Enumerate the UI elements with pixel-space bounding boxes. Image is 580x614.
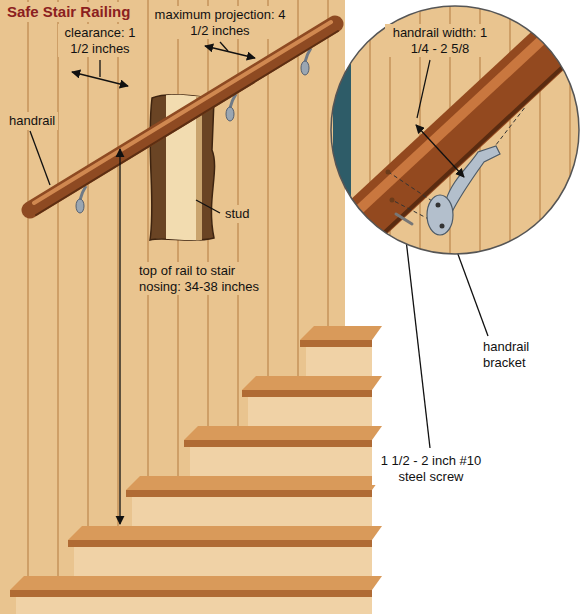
dimension-label: handrail width: 1 1/4 - 2 5/8	[385, 24, 495, 57]
part-label: handrail bracket	[480, 338, 560, 371]
part-label: handrail	[6, 112, 58, 130]
handrail-drawing	[30, 22, 338, 215]
dimension-label: clearance: 1 1/2 inches	[58, 24, 142, 57]
wall-brackets	[76, 48, 311, 213]
part-label: 1 1/2 - 2 inch #10 steel screw	[372, 452, 490, 485]
dimension-label: top of rail to stair nosing: 34-38 inche…	[136, 262, 264, 295]
dimension-label: maximum projection: 4 1/2 inches	[150, 6, 290, 39]
part-label: stud	[222, 205, 253, 223]
diagram-title: Safe Stair Railing	[4, 2, 133, 22]
detail-magnifier	[292, 0, 580, 297]
stair-steps	[10, 326, 382, 614]
